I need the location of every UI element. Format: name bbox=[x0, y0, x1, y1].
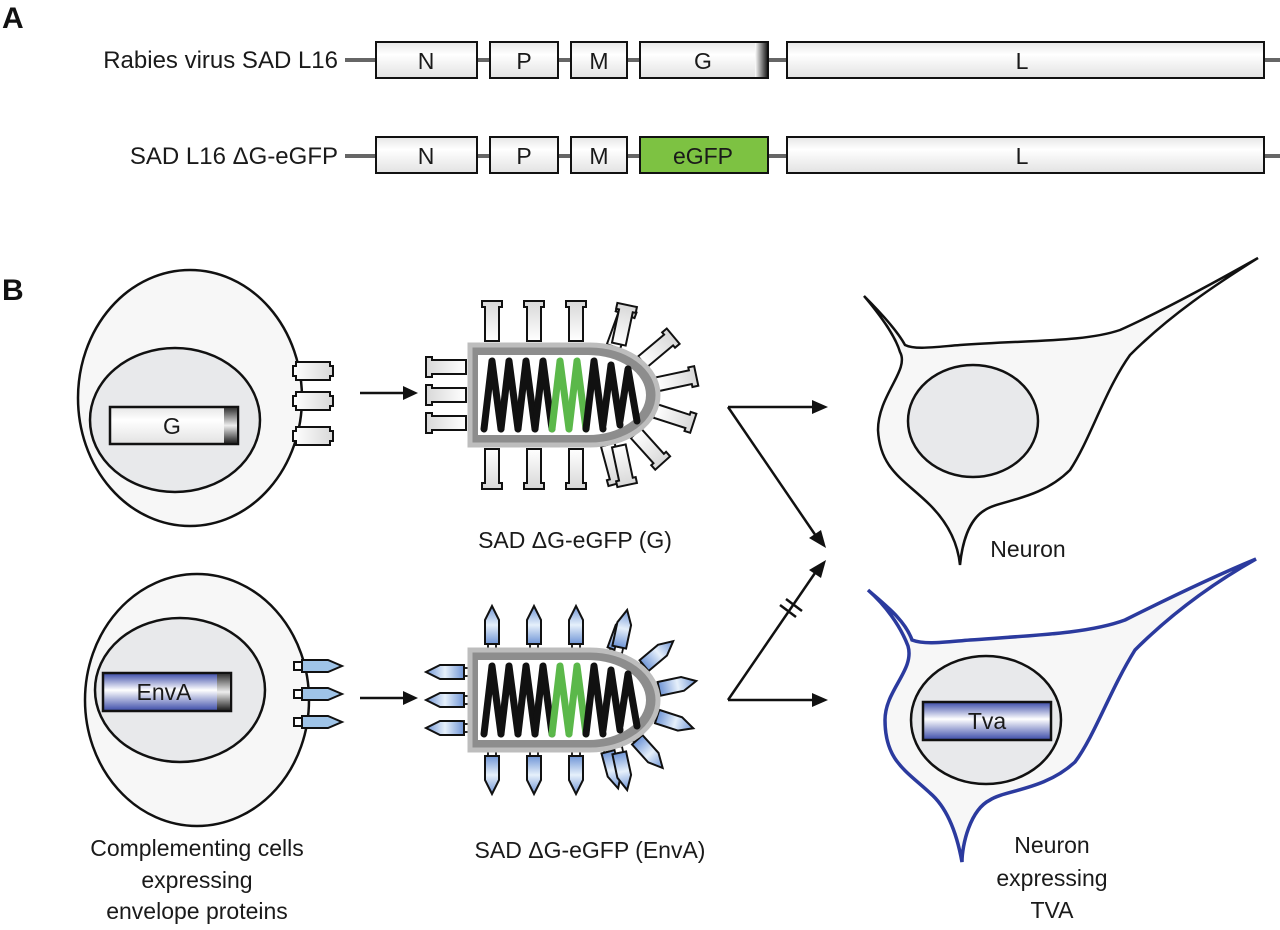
enva-protein-spike bbox=[526, 603, 542, 651]
svg-text:expressing: expressing bbox=[141, 867, 252, 893]
gene-box-l: L bbox=[786, 41, 1265, 79]
neuron-membrane bbox=[863, 256, 1259, 566]
g-protein-spike bbox=[565, 448, 587, 490]
block-mark bbox=[779, 604, 797, 618]
svg-text:L: L bbox=[1016, 48, 1029, 74]
svg-text:envelope proteins: envelope proteins bbox=[106, 898, 288, 924]
g-protein-spike bbox=[636, 327, 682, 369]
enva-protein-spike bbox=[423, 692, 471, 708]
enva-protein-spike bbox=[484, 603, 500, 651]
complementing-cell-enva: EnvA bbox=[83, 572, 345, 828]
neuron: Neuron bbox=[863, 256, 1259, 566]
svg-text:TVA: TVA bbox=[1030, 897, 1074, 923]
g-protein-spike bbox=[523, 448, 545, 490]
arrow-cell-to-virus-enva bbox=[360, 691, 418, 705]
svg-text:N: N bbox=[418, 143, 435, 169]
g-protein-spikes bbox=[292, 361, 334, 446]
svg-text:P: P bbox=[516, 143, 531, 169]
svg-text:G: G bbox=[694, 48, 712, 74]
neuron-tva: Tva Neuron expressing TVA bbox=[866, 557, 1257, 923]
arrow-g-to-tva-neuron bbox=[726, 406, 826, 548]
neuron-caption: Neuron bbox=[990, 536, 1065, 562]
g-protein-spike bbox=[565, 300, 587, 342]
gene-box-m: M bbox=[570, 41, 628, 79]
svg-text:N: N bbox=[418, 48, 435, 74]
g-protein-spike bbox=[481, 300, 503, 342]
virion-g-pseudotyped bbox=[425, 300, 700, 490]
g-protein-spike bbox=[651, 402, 698, 435]
nucleocapsid-helix bbox=[480, 662, 641, 738]
gene-box-l: L bbox=[786, 136, 1265, 174]
enva-protein-spike bbox=[423, 720, 471, 736]
g-protein-spike bbox=[610, 443, 639, 489]
svg-text:P: P bbox=[516, 48, 531, 74]
g-protein-spike bbox=[654, 365, 700, 393]
gene-box-n: N bbox=[375, 136, 478, 174]
enva-protein-spike bbox=[568, 749, 584, 797]
gene-bar-g bbox=[108, 405, 240, 446]
gene-box-egfp: eGFP bbox=[639, 136, 769, 174]
g-protein-spike bbox=[523, 300, 545, 342]
virion-g-caption: SAD ΔG-eGFP (G) bbox=[478, 527, 672, 553]
g-protein-spike bbox=[425, 356, 467, 378]
virion-enva-caption: SAD ΔG-eGFP (EnvA) bbox=[475, 837, 706, 863]
svg-text:Neuron: Neuron bbox=[1014, 832, 1089, 858]
gene-label: G bbox=[163, 413, 181, 439]
svg-text:L: L bbox=[1016, 143, 1029, 169]
arrow-g-to-neuron bbox=[728, 400, 828, 414]
svg-text:expressing: expressing bbox=[996, 865, 1107, 891]
g-protein-spike bbox=[425, 384, 467, 406]
gene-box-p: P bbox=[489, 41, 559, 79]
gene-bar-enva bbox=[101, 671, 233, 713]
nucleocapsid-helix bbox=[480, 357, 641, 433]
enva-protein-spike bbox=[611, 607, 633, 655]
row-label: Rabies virus SAD L16 bbox=[103, 47, 338, 74]
g-protein-spike bbox=[425, 412, 467, 434]
gene-box-m: M bbox=[570, 136, 628, 174]
arrow-enva-to-neuron-blocked bbox=[726, 560, 826, 701]
gene-label: EnvA bbox=[137, 679, 193, 705]
virion-enva-pseudotyped bbox=[423, 603, 699, 797]
enva-protein-spike bbox=[568, 603, 584, 651]
complementing-cell-g: G bbox=[76, 268, 334, 528]
enva-protein-spike bbox=[484, 749, 500, 797]
g-protein-spike bbox=[629, 427, 672, 472]
infection-arrows bbox=[726, 400, 828, 707]
g-protein-spike bbox=[481, 448, 503, 490]
panel-a-label: A bbox=[2, 2, 24, 35]
g-spikes bbox=[425, 300, 700, 490]
enva-protein-spike bbox=[526, 749, 542, 797]
genome-row-deltag-egfp: SAD L16 ΔG-eGFP N P M eGFP L bbox=[130, 136, 1280, 174]
genome-row-wildtype: Rabies virus SAD L16 N P M G L bbox=[103, 41, 1280, 79]
row-label: SAD L16 ΔG-eGFP bbox=[130, 143, 338, 170]
g-protein-spike bbox=[610, 301, 639, 347]
complementing-caption: Complementing cells expressing envelope … bbox=[90, 835, 303, 924]
gene-box-p: P bbox=[489, 136, 559, 174]
gene-box-g: G bbox=[639, 41, 769, 79]
nucleus bbox=[906, 363, 1040, 479]
gene-box-n: N bbox=[375, 41, 478, 79]
neuron-membrane-tva bbox=[866, 557, 1257, 863]
enva-protein-spikes bbox=[293, 659, 345, 729]
svg-text:Complementing cells: Complementing cells bbox=[90, 835, 303, 861]
svg-text:eGFP: eGFP bbox=[673, 143, 733, 169]
gene-label: Tva bbox=[968, 708, 1007, 734]
svg-text:M: M bbox=[589, 48, 608, 74]
gene-bar-tva bbox=[921, 700, 1053, 742]
arrow-cell-to-virus-g bbox=[360, 386, 418, 400]
svg-text:M: M bbox=[589, 143, 608, 169]
arrow-enva-to-tva-neuron bbox=[728, 693, 828, 707]
panel-b-label: B bbox=[2, 274, 24, 307]
enva-protein-spike bbox=[423, 664, 471, 680]
block-mark bbox=[785, 598, 803, 612]
